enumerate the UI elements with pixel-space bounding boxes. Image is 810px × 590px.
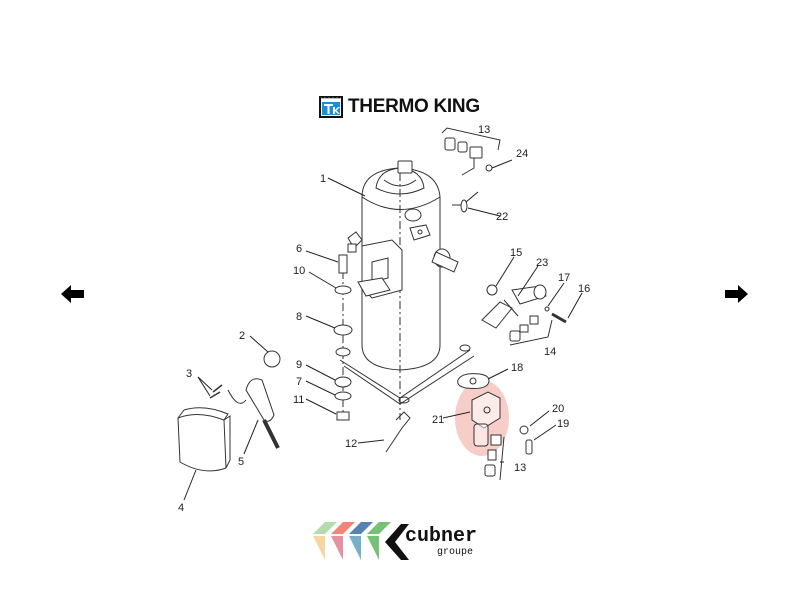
callout-20[interactable]: 20 bbox=[552, 403, 564, 415]
callout-10[interactable]: 10 bbox=[293, 265, 305, 277]
brand-name: THERMO KING bbox=[348, 96, 480, 117]
part-12[interactable] bbox=[385, 411, 411, 453]
part-20[interactable] bbox=[519, 425, 529, 435]
callout-14[interactable]: 14 bbox=[544, 346, 556, 358]
callout-9[interactable]: 9 bbox=[296, 359, 302, 371]
part-2[interactable] bbox=[263, 350, 281, 368]
part-14[interactable] bbox=[509, 315, 553, 346]
part-17[interactable] bbox=[544, 306, 550, 312]
callout-3[interactable]: 3 bbox=[186, 368, 192, 380]
callout-2[interactable]: 2 bbox=[239, 330, 245, 342]
brand-logo: THERMO KING bbox=[319, 96, 480, 118]
callout-7[interactable]: 7 bbox=[296, 376, 302, 388]
callout-6[interactable]: 6 bbox=[296, 243, 302, 255]
callout-1[interactable]: 1 bbox=[320, 173, 326, 185]
part-23[interactable] bbox=[481, 284, 547, 329]
part-16[interactable] bbox=[551, 312, 567, 324]
callout-13-top[interactable]: 13 bbox=[478, 124, 490, 136]
part-15[interactable] bbox=[486, 284, 498, 296]
part-5[interactable] bbox=[227, 378, 280, 449]
part-13-bottom[interactable] bbox=[484, 434, 505, 481]
callout-11[interactable]: 11 bbox=[293, 394, 304, 406]
callout-23[interactable]: 23 bbox=[536, 257, 548, 269]
callout-21[interactable]: 21 bbox=[432, 414, 444, 426]
cubner-logo-icon bbox=[313, 522, 409, 560]
callout-4[interactable]: 4 bbox=[178, 502, 184, 514]
callout-24[interactable]: 24 bbox=[516, 148, 528, 160]
part-3[interactable] bbox=[209, 384, 223, 399]
mounting-hardware[interactable] bbox=[333, 254, 353, 421]
part-4[interactable] bbox=[177, 407, 231, 472]
callout-16[interactable]: 16 bbox=[578, 283, 590, 295]
footer-logo-sub: groupe bbox=[437, 547, 474, 558]
part-13-top[interactable] bbox=[441, 127, 501, 176]
callout-17[interactable]: 17 bbox=[558, 272, 570, 284]
part-24[interactable] bbox=[485, 164, 493, 172]
thermo-king-logo-icon bbox=[319, 96, 343, 118]
footer-logo-name: cubner bbox=[405, 525, 478, 548]
callout-19[interactable]: 19 bbox=[557, 418, 569, 430]
callout-22[interactable]: 22 bbox=[496, 211, 508, 223]
part-18[interactable] bbox=[457, 373, 490, 389]
compressor-body[interactable] bbox=[339, 160, 475, 420]
part-22[interactable] bbox=[460, 199, 468, 213]
callout-5[interactable]: 5 bbox=[238, 456, 244, 468]
callout-8[interactable]: 8 bbox=[296, 311, 302, 323]
callout-12[interactable]: 12 bbox=[345, 438, 357, 450]
arrow-right-icon[interactable] bbox=[724, 284, 748, 304]
callout-13-bottom[interactable]: 13 bbox=[514, 462, 526, 474]
part-19[interactable] bbox=[525, 439, 533, 455]
callout-15[interactable]: 15 bbox=[510, 247, 522, 259]
arrow-left-icon[interactable] bbox=[61, 284, 85, 304]
callout-18[interactable]: 18 bbox=[511, 362, 523, 374]
part-21[interactable] bbox=[471, 391, 501, 447]
